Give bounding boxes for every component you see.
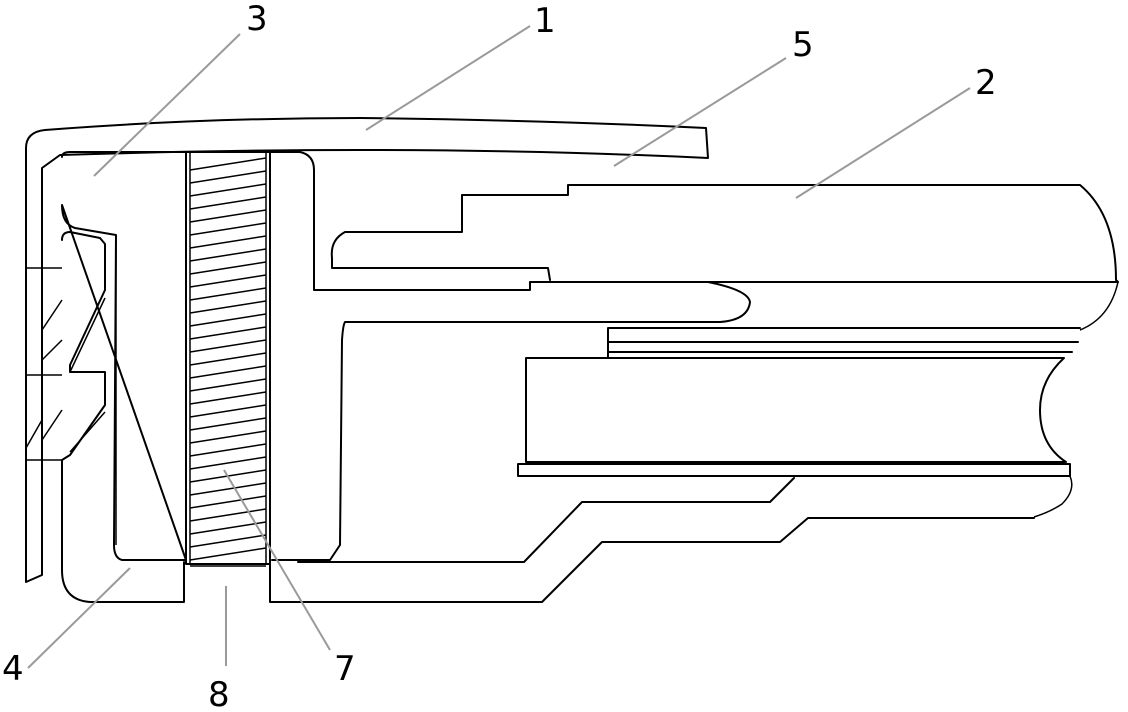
hatch-line <box>189 495 267 509</box>
callout-7: 7 <box>334 649 356 689</box>
leader-line-4 <box>27 567 131 669</box>
hatch-line <box>189 443 267 457</box>
part-5-inner-frame <box>61 151 751 561</box>
hatch-line <box>189 274 267 288</box>
hatch-line <box>189 521 267 535</box>
hatch-line <box>189 222 267 236</box>
panel-bottom-edge <box>1033 475 1073 518</box>
part-4-upper-step <box>297 477 795 563</box>
hatch-line <box>189 430 267 444</box>
hatch-line <box>189 183 267 197</box>
callout-4: 4 <box>2 649 24 689</box>
hatch-line <box>189 261 267 275</box>
panel-layer-a <box>607 327 1081 359</box>
hatch-line <box>189 300 267 314</box>
hatch-line <box>189 391 267 405</box>
part-5-inner-frame-left <box>61 204 187 561</box>
hatch-line <box>189 170 267 184</box>
part-7-adhesive-column <box>185 151 271 565</box>
callout-8: 8 <box>208 675 230 712</box>
leader-line-7 <box>223 469 331 651</box>
hatch-line <box>189 404 267 418</box>
hatch-line <box>189 365 267 379</box>
leader-line-1 <box>365 25 531 131</box>
callout-5: 5 <box>792 25 814 65</box>
hatch-line <box>189 352 267 366</box>
hatch-line <box>189 508 267 522</box>
hatch-line <box>189 547 267 561</box>
hatch-line <box>189 339 267 353</box>
adhesive-hatching <box>189 157 267 561</box>
left-edge-detail-a <box>26 267 62 461</box>
part-1-outer-cover <box>25 117 709 583</box>
left-edge-detail-b <box>25 299 63 449</box>
callout-1: 1 <box>534 1 556 41</box>
hatch-line <box>189 456 267 470</box>
leader-line-2 <box>795 87 971 199</box>
panel-layer-b <box>525 357 1067 463</box>
hatch-line <box>189 313 267 327</box>
hatch-line <box>189 196 267 210</box>
hatch-line <box>189 157 267 171</box>
hatch-line <box>189 248 267 262</box>
part-2-panel <box>330 184 1119 283</box>
part-4-lower-base <box>61 231 185 603</box>
left-edge-detail-c <box>69 297 106 453</box>
hatch-line <box>189 209 267 223</box>
hatch-line <box>189 326 267 340</box>
hatch-line <box>189 378 267 392</box>
panel-right-curve <box>1079 281 1119 331</box>
hatch-line <box>189 235 267 249</box>
callout-3: 3 <box>246 0 268 39</box>
hatch-line <box>189 417 267 431</box>
panel-bottom-plate <box>517 463 1071 477</box>
callout-2: 2 <box>975 63 997 103</box>
hatch-line <box>189 534 267 548</box>
hatch-line <box>189 482 267 496</box>
hatch-line <box>189 287 267 301</box>
leader-line-3 <box>93 33 241 177</box>
leader-line-5 <box>613 57 787 167</box>
part-4-lower-base-right <box>269 517 1035 603</box>
